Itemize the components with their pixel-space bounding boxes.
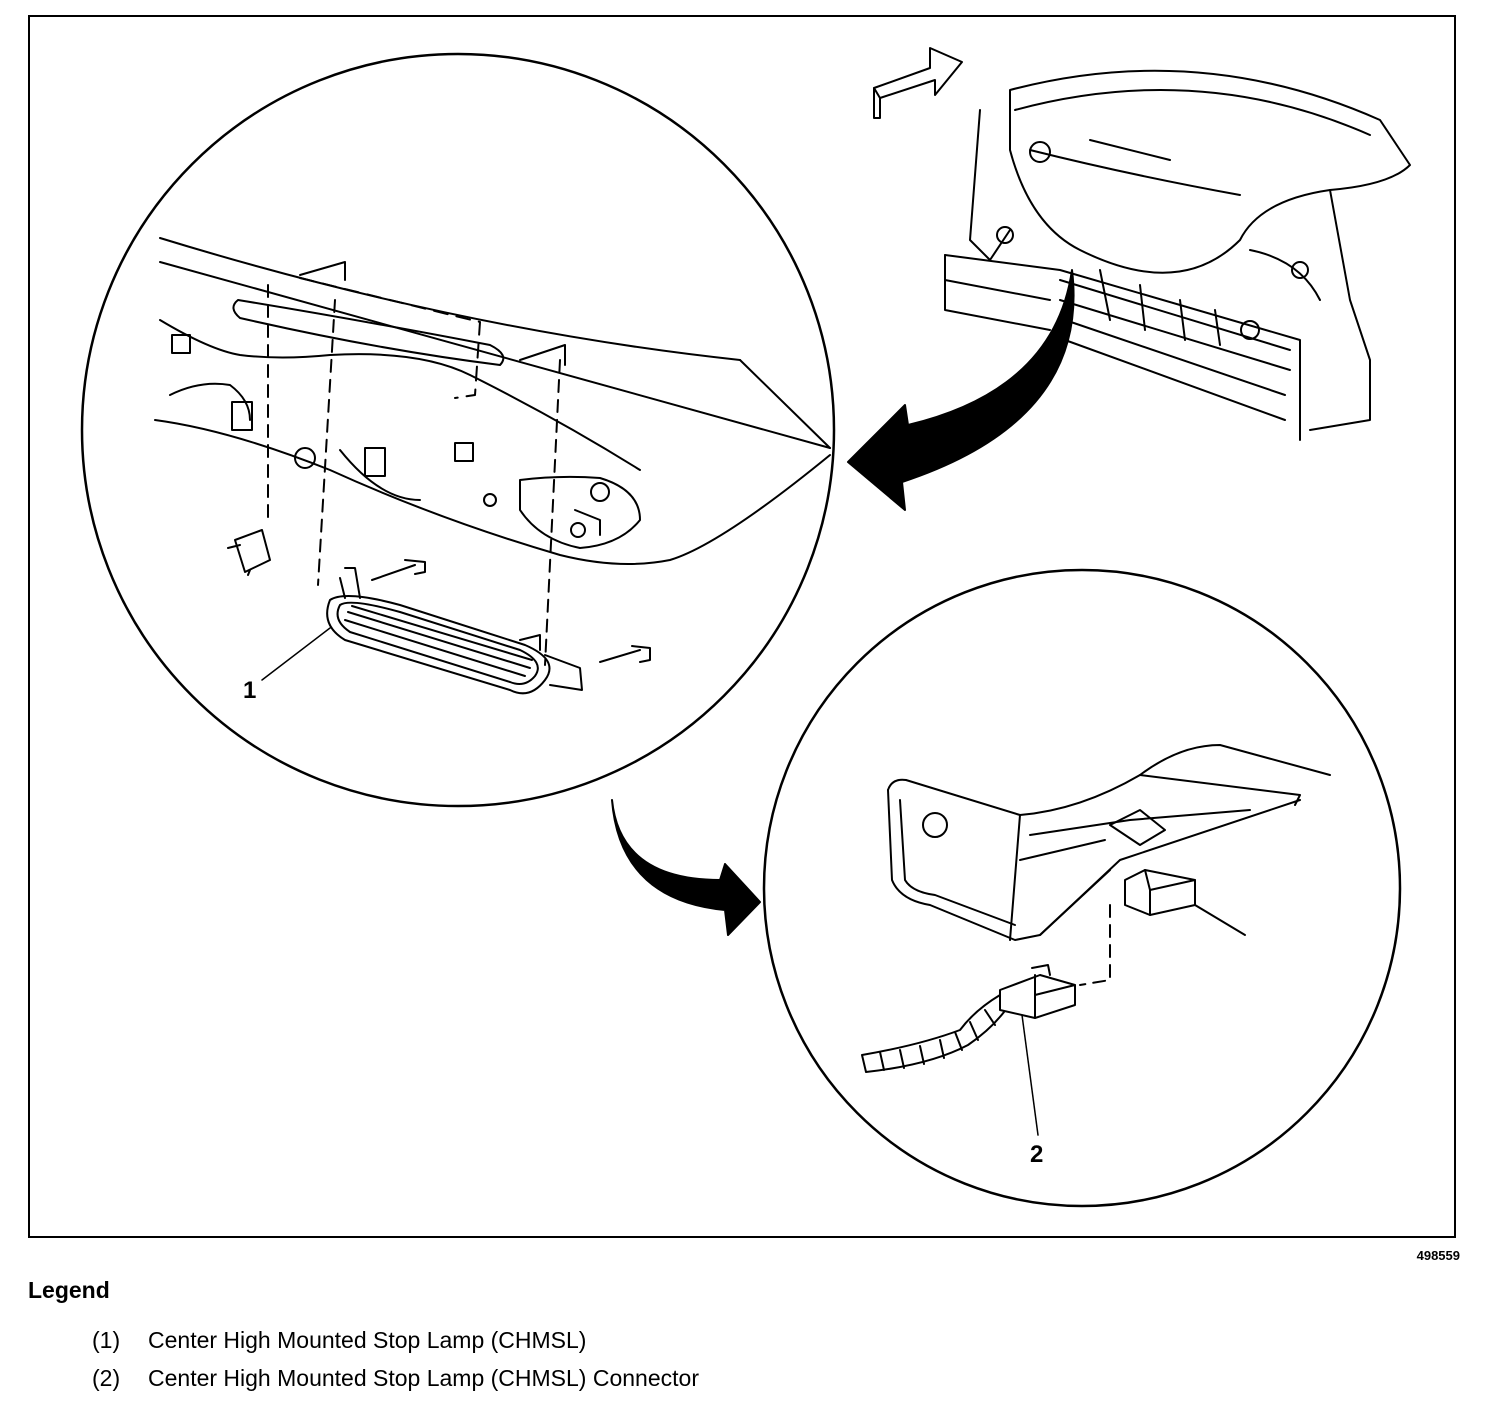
connector-detail xyxy=(861,744,1331,1136)
legend-item-text: Center High Mounted Stop Lamp (CHMSL) xyxy=(148,1327,587,1353)
chmsl-lamp xyxy=(326,567,583,695)
legend-title: Legend xyxy=(28,1277,110,1303)
legend-item: (1) Center High Mounted Stop Lamp (CHMSL… xyxy=(92,1326,708,1355)
diagram-frame xyxy=(28,15,1456,1238)
detail-arrow-1 xyxy=(847,269,1075,511)
view-direction-arrow xyxy=(873,47,963,119)
legend-item-number: (2) xyxy=(92,1365,121,1391)
callout-1: 1 xyxy=(243,677,256,704)
vehicle-rear-view xyxy=(944,69,1411,441)
chmsl-connector xyxy=(861,964,1076,1073)
detail-circle-lower xyxy=(762,568,1402,1208)
lamp-mounting-detail xyxy=(154,237,831,695)
callout-2: 2 xyxy=(1030,1141,1043,1168)
illustration: 1 2 xyxy=(80,47,1411,1208)
legend-item: (2) Center High Mounted Stop Lamp (CHMSL… xyxy=(92,1364,708,1393)
legend-item-number: (1) xyxy=(92,1327,121,1353)
detail-circle-upper xyxy=(80,52,836,808)
legend-item-text: Center High Mounted Stop Lamp (CHMSL) Co… xyxy=(148,1365,699,1391)
figure-id: 498559 xyxy=(1416,1248,1460,1263)
detail-arrow-2 xyxy=(611,799,761,936)
